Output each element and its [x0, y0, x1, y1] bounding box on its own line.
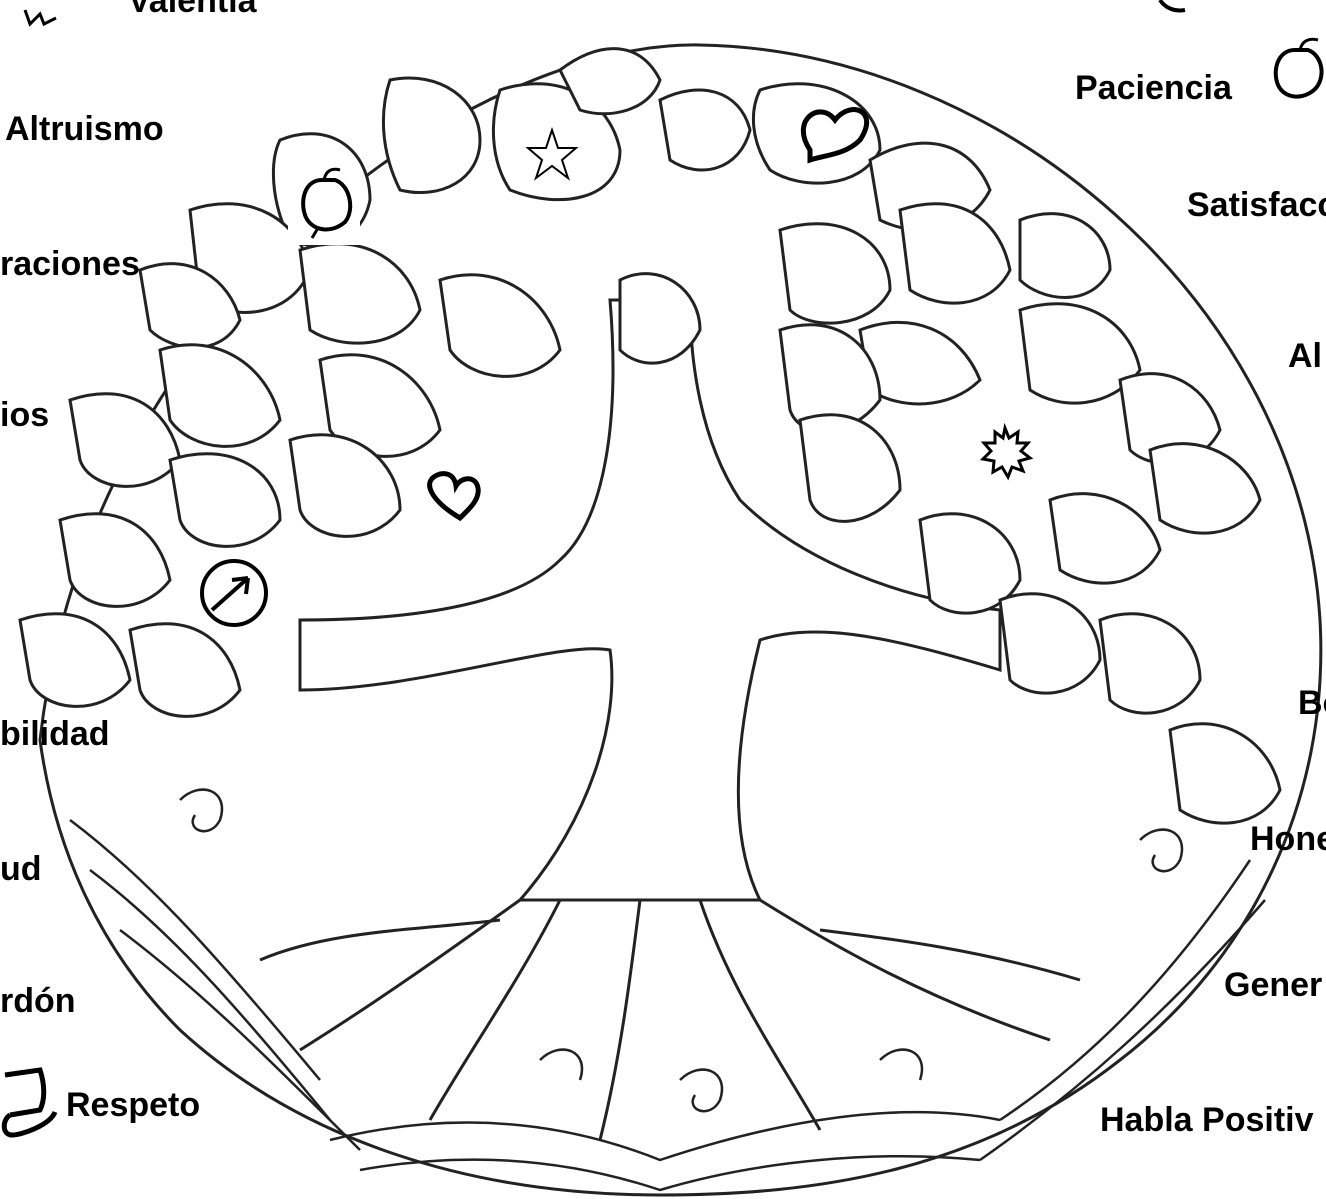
label-bondad: Bo: [1298, 686, 1326, 720]
label-principios: ios: [0, 398, 49, 432]
label-valentia: Valentía: [128, 0, 257, 18]
sun-corner-icon: [25, 10, 56, 24]
label-paciencia: Paciencia: [1075, 71, 1232, 105]
label-altruismo: Altruismo: [5, 112, 164, 146]
label-aspiraciones: raciones: [0, 247, 140, 281]
corner-mark-top-right: [1160, 0, 1185, 11]
icon-leaf-arrow: [202, 561, 266, 625]
icon-leaf-sun: [975, 420, 1035, 480]
label-habla-positiva: Habla Positiv: [1100, 1103, 1314, 1137]
apple-corner-icon: [1265, 35, 1326, 105]
label-perdon: rdón: [0, 984, 76, 1018]
label-gratitud: ud: [0, 852, 42, 886]
icon-leaf-apple-top: [288, 165, 360, 245]
label-satisfaccion: Satisfacc: [1187, 188, 1326, 222]
scroll-icon: [0, 1055, 62, 1135]
label-alegria: Al: [1288, 339, 1322, 373]
label-respeto: Respeto: [66, 1088, 200, 1122]
label-honestidad: Hone: [1250, 822, 1326, 856]
label-generosidad: Gener: [1224, 968, 1322, 1002]
icon-leaf-heart-mid: [430, 474, 479, 518]
roots: [260, 900, 1080, 1140]
label-sensibilidad: bilidad: [0, 717, 110, 751]
